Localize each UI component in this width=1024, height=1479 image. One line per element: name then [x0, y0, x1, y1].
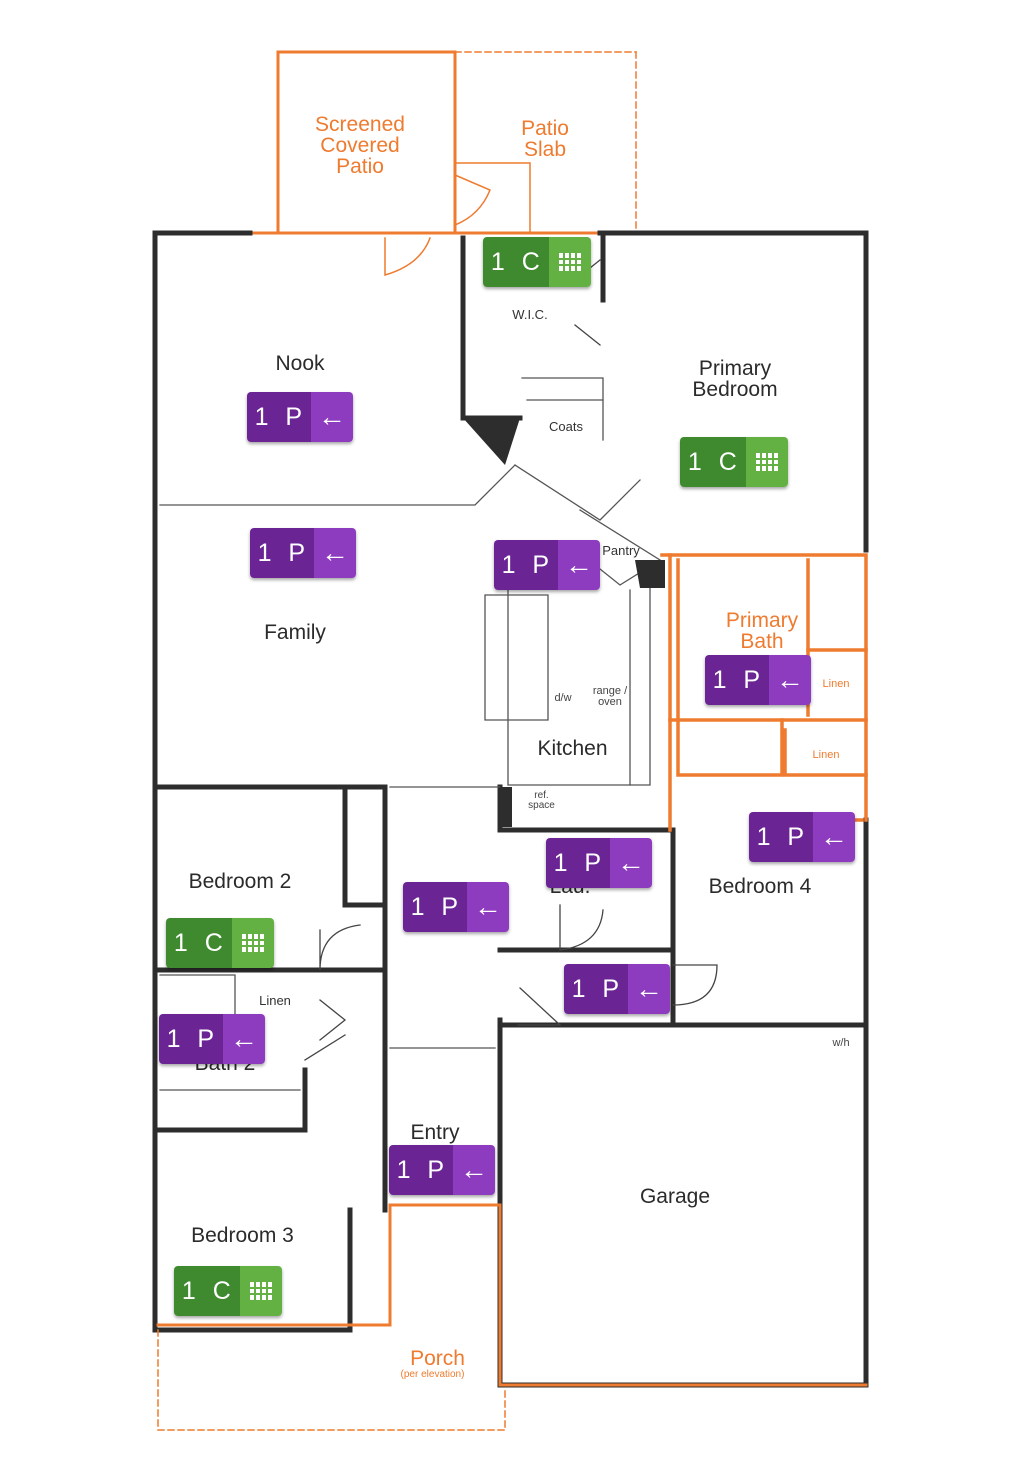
- arrow-left-icon: ←: [222, 1014, 265, 1064]
- interior-doors: [304, 259, 718, 1061]
- badge-label: 1 C: [680, 437, 746, 487]
- badge-1p-pantry[interactable]: 1 P ←: [494, 540, 600, 590]
- badge-label: 1 P: [250, 528, 314, 578]
- badge-label: 1 P: [247, 392, 311, 442]
- label-bedroom2: Bedroom 2: [188, 870, 292, 893]
- badge-label: 1 C: [483, 237, 549, 287]
- badge-label: 1 P: [705, 655, 769, 705]
- badge-1c-wic[interactable]: 1 C: [483, 237, 591, 287]
- badge-1p-family[interactable]: 1 P ←: [250, 528, 356, 578]
- door-swings: [384, 174, 491, 276]
- badge-label: 1 P: [749, 812, 813, 862]
- badge-label: 1 P: [494, 540, 558, 590]
- badge-1c-primary-bedroom[interactable]: 1 C: [680, 437, 788, 487]
- label-primary-bath: Primary Bath: [725, 609, 799, 653]
- badge-1p-laundry[interactable]: 1 P ←: [546, 838, 652, 888]
- arrow-left-icon: ←: [768, 655, 811, 705]
- badge-label: 1 P: [389, 1145, 453, 1195]
- arrow-left-icon: ←: [313, 528, 356, 578]
- label-wic: W.I.C.: [512, 307, 548, 322]
- label-porch-note: (per elevation): [400, 1369, 465, 1380]
- badge-1p-bath2[interactable]: 1 P ←: [159, 1014, 265, 1064]
- label-bedroom3: Bedroom 3: [191, 1224, 294, 1247]
- badge-1p-nook[interactable]: 1 P ←: [247, 392, 353, 442]
- badge-label: 1 P: [546, 838, 610, 888]
- arrow-left-icon: ←: [812, 812, 855, 862]
- badge-1p-primary-bath[interactable]: 1 P ←: [705, 655, 811, 705]
- patio-outline: [246, 50, 637, 235]
- arrow-left-icon: ←: [557, 540, 600, 590]
- label-primary-bedroom: Primary Bedroom: [692, 357, 778, 401]
- porch-outline: [156, 1203, 868, 1431]
- label-coats: Coats: [549, 419, 583, 434]
- label-linen-bath2: Linen: [259, 993, 291, 1008]
- badge-1p-bedroom4[interactable]: 1 P ←: [749, 812, 855, 862]
- grid-icon: [231, 918, 274, 968]
- label-kitchen: Kitchen: [537, 737, 608, 760]
- label-pantry: Pantry: [602, 543, 640, 558]
- label-screened-patio: Screened Covered Patio: [315, 113, 405, 178]
- label-linen-primary-2: Linen: [812, 749, 840, 761]
- badge-label: 1 P: [564, 964, 628, 1014]
- label-range-oven: range / oven: [592, 685, 628, 708]
- arrow-left-icon: ←: [627, 964, 670, 1014]
- label-entry: Entry: [410, 1121, 460, 1144]
- label-family: Family: [264, 621, 326, 644]
- label-linen-primary: Linen: [822, 678, 850, 690]
- badge-label: 1 P: [403, 882, 467, 932]
- arrow-left-icon: ←: [310, 392, 353, 442]
- label-porch: Porch: [410, 1347, 465, 1370]
- wall-blocks: [463, 418, 665, 827]
- label-nook: Nook: [275, 352, 325, 375]
- label-dw: d/w: [554, 692, 572, 704]
- badge-label: 1 P: [159, 1014, 223, 1064]
- label-water-heater: w/h: [832, 1037, 850, 1049]
- badge-label: 1 C: [166, 918, 232, 968]
- badge-1c-bedroom3[interactable]: 1 C: [174, 1266, 282, 1316]
- arrow-left-icon: ←: [609, 838, 652, 888]
- arrow-left-icon: ←: [452, 1145, 495, 1195]
- badge-1p-entry[interactable]: 1 P ←: [389, 1145, 495, 1195]
- badge-1p-garage-door[interactable]: 1 P ←: [564, 964, 670, 1014]
- badge-1c-bedroom2[interactable]: 1 C: [166, 918, 274, 968]
- label-patio-slab: Patio Slab: [521, 117, 569, 161]
- grid-icon: [745, 437, 788, 487]
- arrow-left-icon: ←: [466, 882, 509, 932]
- grid-icon: [239, 1266, 282, 1316]
- label-bedroom4: Bedroom 4: [708, 875, 812, 898]
- label-garage: Garage: [639, 1185, 711, 1208]
- badge-label: 1 C: [174, 1266, 240, 1316]
- grid-icon: [548, 237, 591, 287]
- label-ref-space: ref. space: [528, 790, 555, 811]
- badge-1p-hall[interactable]: 1 P ←: [403, 882, 509, 932]
